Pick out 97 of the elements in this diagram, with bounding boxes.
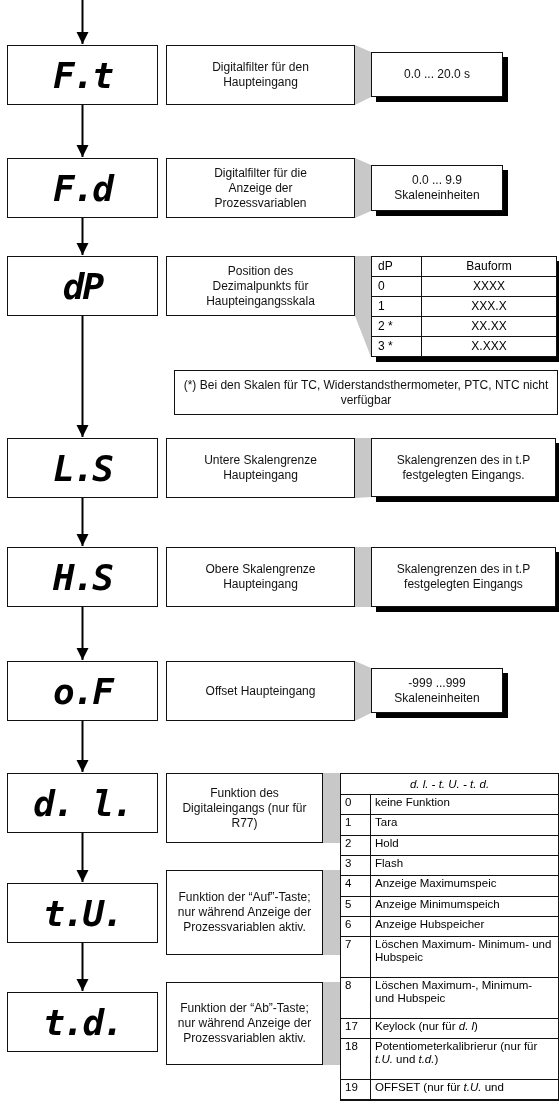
- note-box: [174, 370, 558, 415]
- table-cell-text: 3 *: [377, 338, 394, 355]
- table-cell: 5: [341, 896, 371, 917]
- description: Digitalfilter für den Haupteingang: [211, 60, 310, 90]
- callout-band: [355, 661, 371, 721]
- footnote: (*) Bei den Skalen für TC, Widerstandsthermometer, PTC, NTC nicht verfügbar: [182, 377, 550, 408]
- table-cell: Keylock (nur für d. l): [371, 1018, 558, 1039]
- table-cell: 3: [341, 856, 371, 877]
- flow-arrow: [76, 104, 89, 158]
- display-code: t.U.: [43, 892, 122, 934]
- display-code: F.t: [53, 54, 112, 96]
- description-box: [166, 256, 355, 316]
- description-box: [166, 547, 355, 607]
- table-cell: Tara: [371, 815, 558, 836]
- description: Position des Dezimalpunkts für Haupteingangsskala: [205, 263, 316, 309]
- description: Obere Skalengrenze Haupteingang: [204, 562, 317, 592]
- display-box: [7, 661, 158, 721]
- table-cell: Löschen Maximum-, Minimum- und Hubspeic: [371, 977, 558, 1019]
- callout-band: [323, 870, 340, 955]
- callout-band: [355, 547, 371, 607]
- value-range: -999 ...999 Skaleneinheiten: [393, 675, 481, 706]
- table-cell: 1: [372, 297, 421, 317]
- table-header: d. l. - t. U. - t. d.: [341, 774, 558, 795]
- description: Funktion der “Auf”-Taste; nur während Anzeige der Prozessvariablen aktiv.: [176, 890, 313, 935]
- table-cell: XX.XX: [421, 317, 556, 337]
- description-box: [166, 158, 355, 218]
- display-box: [7, 992, 158, 1052]
- table-cell: Anzeige Minimumspeich: [371, 896, 558, 917]
- display-code: t.d.: [43, 1001, 122, 1043]
- description-box: [166, 773, 323, 843]
- table-cell: 2 *: [372, 317, 421, 337]
- description: Funktion des Digitaleingangs (nur für R77): [181, 785, 308, 831]
- table-cell: Bauform: [421, 257, 556, 277]
- description: Offset Haupteingang: [204, 683, 317, 699]
- description-box: [166, 438, 355, 498]
- display-code: F.d: [53, 167, 112, 209]
- flow-arrow: [76, 0, 89, 45]
- flow-arrow: [76, 497, 89, 547]
- table-cell: Flash: [371, 856, 558, 877]
- table-cell: 7: [341, 937, 371, 978]
- table-cell: Löschen Maximum- Minimum- und Hubspeic: [371, 937, 558, 978]
- callout-band: [323, 773, 340, 843]
- table-cell: Potentiometerkalibrierur (nur für t.U. und t.d.): [371, 1038, 558, 1080]
- flow-arrow: [76, 720, 89, 773]
- table-cell: 18: [341, 1038, 371, 1080]
- value-range: 0.0 ... 9.9 Skaleneinheiten: [393, 173, 481, 203]
- description: Digitalfilter für die Anzeige der Prozessvariablen: [213, 165, 308, 211]
- table-cell: 17: [341, 1018, 371, 1039]
- description-box: [166, 45, 355, 105]
- callout-band: [355, 45, 371, 105]
- description-box: [166, 982, 323, 1065]
- description: Funktion der “Ab”-Taste; nur während Anzeige der Prozessvariablen aktiv.: [176, 1001, 313, 1046]
- table-cell: X.XXX: [421, 337, 556, 356]
- display-box: [7, 158, 158, 218]
- table-cell: XXXX: [421, 277, 556, 297]
- callout-band: [355, 158, 371, 218]
- value-range: 0.0 ... 20.0 s: [402, 67, 471, 82]
- table-cell: 8: [341, 977, 371, 1019]
- display-code: L.S: [53, 447, 112, 489]
- table-cell: 0: [372, 277, 421, 297]
- description-box: [166, 870, 323, 955]
- table-cell: OFFSET (nur für t.U. und: [371, 1079, 558, 1100]
- table-cell: 1: [341, 815, 371, 836]
- display-box: [7, 547, 158, 607]
- description-box: [166, 661, 355, 721]
- callout-band: [355, 438, 371, 498]
- display-box: [7, 256, 158, 316]
- description: Untere Skalengrenze Haupteingang: [203, 453, 318, 483]
- display-code: H.S: [53, 556, 112, 598]
- function-table: [340, 773, 559, 1101]
- flow-arrow: [76, 217, 89, 256]
- callout-band: [355, 256, 371, 357]
- table-cell: Anzeige Hubspeicher: [371, 916, 558, 938]
- display-box: [7, 773, 158, 833]
- display-box: [7, 438, 158, 498]
- table-cell: Hold: [371, 835, 558, 856]
- table-cell: XXX.X: [421, 297, 556, 317]
- value-range: Skalengrenzen des in t.P festgelegten Eingangs.: [395, 452, 532, 483]
- display-code: dP: [62, 265, 103, 307]
- display-code: d. l.: [33, 782, 132, 824]
- table-cell: 6: [341, 916, 371, 938]
- table-cell: keine Funktion: [371, 795, 558, 816]
- table-cell: 4: [341, 876, 371, 897]
- value-range: Skalengrenzen des in t.P festgelegten Eingangs: [395, 562, 532, 592]
- table-cell: dP: [372, 257, 421, 277]
- flow-arrow: [76, 942, 89, 992]
- callout-band: [323, 982, 340, 1065]
- table-cell: 19: [341, 1079, 371, 1100]
- table-cell: 0: [341, 795, 371, 816]
- flow-arrow: [76, 832, 89, 883]
- display-code: o.F: [53, 670, 112, 712]
- display-box: [7, 883, 158, 943]
- flow-arrow: [76, 606, 89, 661]
- table-cell: 2: [341, 835, 371, 856]
- flow-arrow: [76, 315, 89, 438]
- display-box: [7, 45, 158, 105]
- table-cell: Anzeige Maximumspeic: [371, 876, 558, 897]
